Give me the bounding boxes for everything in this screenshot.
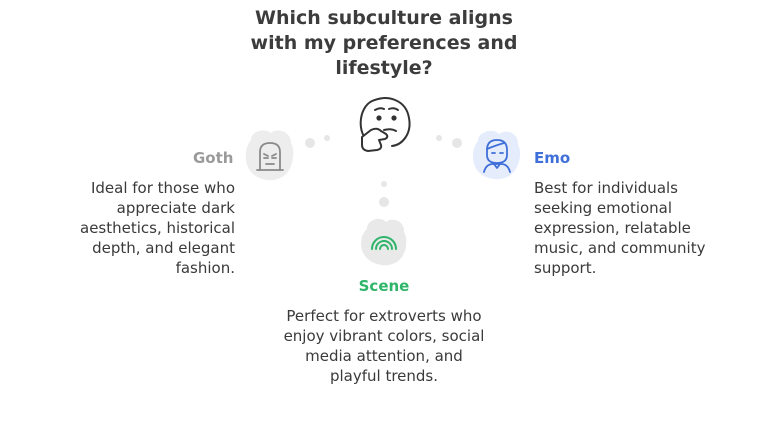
description-line: Ideal for those who [90, 179, 235, 197]
connector-dots [305, 135, 462, 207]
title-line: lifestyle? [335, 57, 433, 79]
thinking-face-icon [359, 97, 411, 152]
description-line: fashion. [175, 259, 235, 277]
goth-label: Goth [193, 149, 234, 167]
description-line: enjoy vibrant colors, social [283, 327, 485, 345]
page-title: Which subculture aligns with my preferen… [234, 6, 534, 81]
description-line: playful trends. [329, 367, 439, 385]
emo-person-icon [472, 130, 521, 180]
scene-rainbow-icon [361, 218, 407, 266]
description-line: aesthetics, historical [80, 219, 235, 237]
description-line: media attention, and [305, 347, 463, 365]
title-line: with my preferences and [250, 32, 518, 54]
scene-description: Perfect for extroverts who enjoy vibrant… [254, 306, 514, 386]
description-line: seeking emotional [534, 199, 673, 217]
description-line: appreciate dark [116, 199, 235, 217]
scene-label: Scene [358, 277, 410, 295]
goth-mask-icon [245, 130, 294, 181]
goth-description: Ideal for those who appreciate dark aest… [40, 178, 235, 278]
description-line: depth, and elegant [92, 239, 235, 257]
emo-description: Best for individuals seeking emotional e… [534, 178, 744, 278]
description-line: Perfect for extroverts who [286, 307, 482, 325]
description-line: support. [534, 259, 597, 277]
description-line: Best for individuals [534, 179, 678, 197]
emo-label: Emo [534, 149, 571, 167]
description-line: music, and community [534, 239, 706, 257]
title-line: Which subculture aligns [255, 7, 513, 29]
description-line: expression, relatable [534, 219, 691, 237]
